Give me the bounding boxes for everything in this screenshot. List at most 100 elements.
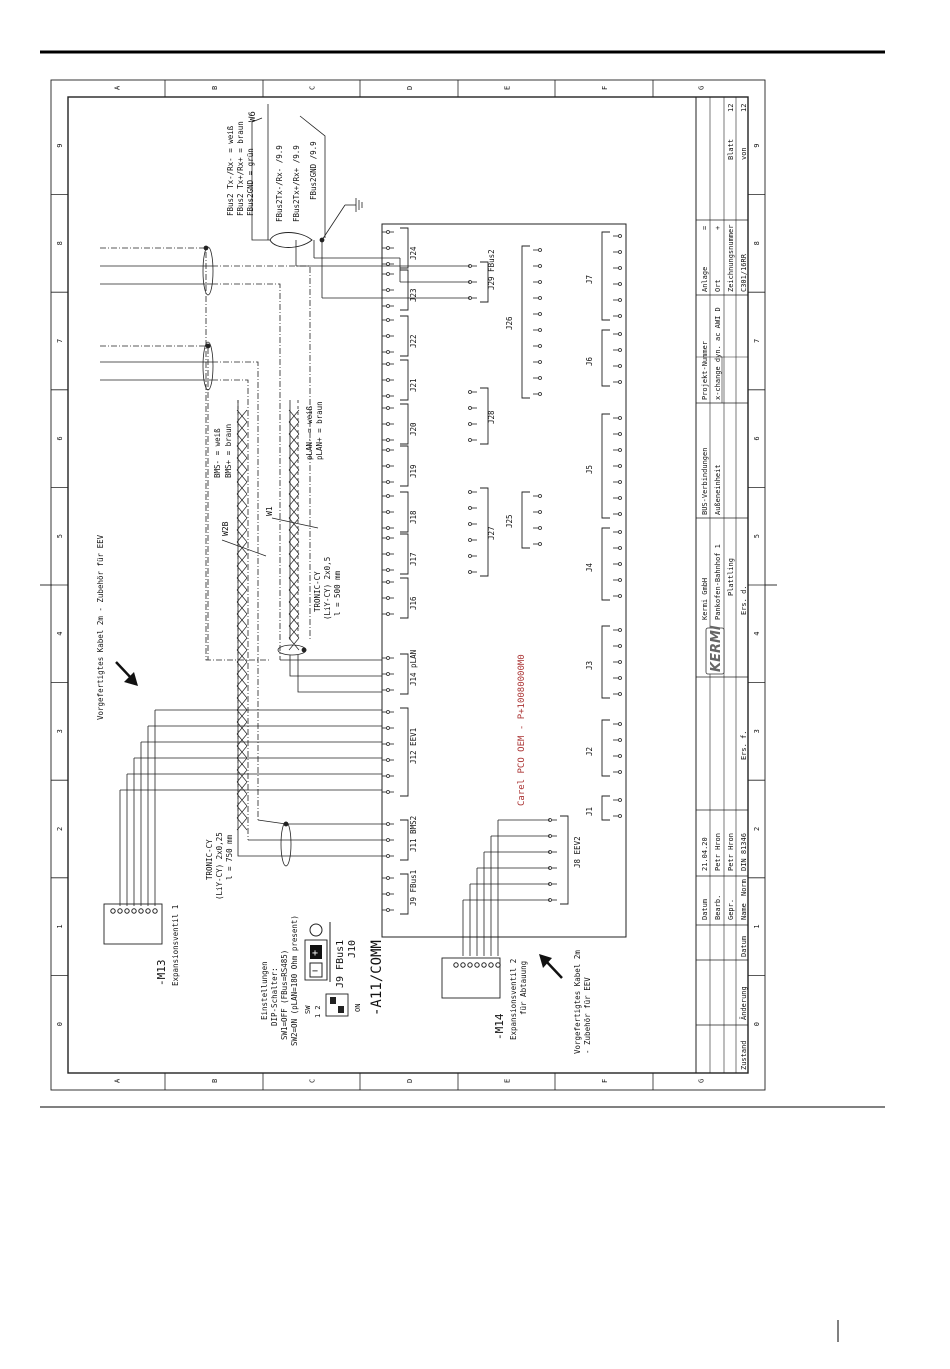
dip-sw: SW (304, 1005, 312, 1014)
m13-label: -M13 (155, 960, 168, 987)
tb-doc-title-1: BUS-Verbindungen (701, 448, 709, 515)
zone-number-left: 2 (56, 827, 64, 831)
tb-street: Pankofen-Bahnhof 1 (714, 544, 722, 620)
connector-label-j23: J23 (409, 288, 418, 302)
tb-anlage-value: = (701, 226, 709, 230)
connector-j8: J8 EEV2 (548, 815, 582, 905)
tb-anlage-label: Anlage (701, 267, 709, 292)
fbus2-line2: FBus2 Tx+/Rx+ = braun (236, 121, 245, 216)
connector-j20: J20 (382, 403, 418, 445)
connector-j11: J11 BMS2 (382, 816, 418, 861)
plan-line2: pLAN+ = braun (315, 401, 324, 460)
m13-desc: Expansionsventil 1 (171, 905, 180, 986)
zone-number-left: 0 (56, 1022, 64, 1026)
zone-letter-top: C (309, 86, 317, 90)
connector-j28: J28 (468, 387, 496, 445)
zone-letter-bottom: C (309, 1079, 317, 1083)
m14-desc2: für Abtauung (519, 961, 528, 1015)
connector-j14: J14 pLAN (382, 650, 418, 695)
zone-number-left: 6 (56, 436, 64, 440)
connector-j23: J23 (382, 269, 418, 311)
zone-grid (51, 80, 765, 1090)
tb-von-value: 12 (740, 104, 748, 112)
connector-label-j2: J2 (585, 747, 594, 756)
controller-label: -A11/COMM (369, 940, 385, 1016)
connector-j17: J17 (382, 533, 418, 575)
connector-j9: J9 FBus1 (382, 870, 418, 915)
zone-number-right: 2 (753, 827, 761, 831)
connector-j21: J21 (382, 359, 418, 401)
zone-letter-top: D (406, 86, 414, 90)
connector-j16: J16 (382, 577, 418, 619)
zone-number-left: 4 (56, 632, 64, 636)
connector-j29: J29 FBus2 (468, 249, 496, 303)
connector-label-j1: J1 (585, 807, 594, 816)
connector-label-j16: J16 (409, 596, 418, 610)
plan-spec2: (LiY-CY) 2x0,5 (323, 557, 332, 620)
connector-label-j11: J11 BMS2 (409, 816, 418, 852)
m13-note: Vorgefertigtes Kabel 2m - Zubehör für EE… (96, 534, 105, 720)
zone-number-right: 1 (753, 924, 761, 928)
connector-j2: J2 (585, 719, 622, 777)
connector-label-j27: J27 (487, 526, 496, 540)
tb-company: Kermi GmbH (701, 578, 709, 620)
eev1-spec3: l = 750 mm (225, 834, 234, 880)
zone-letter-bottom: A (114, 1078, 122, 1083)
connector-label-j9: J9 FBus1 (409, 870, 418, 906)
tb-datum-value: 21.04.20 (701, 837, 709, 871)
zone-number-left: 9 (56, 144, 64, 148)
dip-switch (325, 993, 349, 1017)
connector-label-j20: J20 (409, 422, 418, 436)
connector-label-j26: J26 (505, 316, 514, 330)
kermi-logo: KERMI (705, 625, 725, 675)
wiring (100, 104, 550, 956)
zone-letter-top: G (698, 86, 706, 90)
connector-label-j25: J25 (505, 514, 514, 528)
tb-zustand: Zustand (740, 1040, 748, 1070)
connector-j25: J25 (505, 491, 542, 549)
connector-j18: J18 (382, 491, 418, 533)
zone-number-right: 4 (753, 632, 761, 636)
w1-label: W1 (265, 506, 274, 516)
tb-ers-d: Ers. d. (740, 585, 748, 615)
connector-label-j12: J12 EEV1 (409, 728, 418, 764)
zone-number-right: 3 (753, 729, 761, 733)
tb-blatt-value: 12 (727, 104, 735, 112)
zone-number-left: 5 (56, 534, 64, 538)
tb-blatt-label: Blatt (727, 139, 735, 160)
connector-label-j29: J29 FBus2 (487, 249, 496, 290)
svg-text:−: − (312, 966, 318, 977)
connector-label-j14: J14 pLAN (409, 650, 418, 686)
tb-datum-label: Datum (701, 899, 709, 920)
connector-label-j8: J8 EEV2 (573, 836, 582, 868)
connector-label-j22: J22 (409, 334, 418, 348)
svg-text:KERMI: KERMI (709, 625, 724, 672)
tb-projekt-label: Projekt-Nummer (701, 341, 709, 400)
arrow-m14 (539, 954, 563, 979)
connector-j5: J5 (585, 413, 622, 519)
eev1-spec1: TRONIC-CY (205, 839, 214, 880)
m14-desc1: Expansionsventil 2 (509, 959, 518, 1040)
connector-j6: J6 (585, 329, 622, 387)
m14-label: -M14 (493, 1013, 506, 1040)
zone-number-right: 5 (753, 534, 761, 538)
fbus2-line1: FBus2 Tx-/Rx- = weiß (226, 125, 235, 216)
fbus2-pin3: FBus2GND /9.9 (309, 141, 318, 200)
zone-letter-bottom: F (601, 1079, 609, 1083)
settings-line1: Einstellungen (260, 961, 269, 1020)
zone-number-left: 7 (56, 339, 64, 343)
connector-j1: J1 (585, 795, 622, 821)
tb-aenderung: Änderung (739, 986, 748, 1020)
zone-number-right: 0 (753, 1022, 761, 1026)
fbus2-pin1: FBus2Tx-/Rx- /9.9 (275, 145, 284, 222)
connector-j7: J7 (585, 231, 622, 321)
valve-m13 (103, 903, 163, 945)
zone-number-left: 8 (56, 241, 64, 245)
zone-letter-bottom: E (504, 1079, 512, 1083)
connector-j12: J12 EEV1 (382, 707, 418, 797)
tb-projekt-value: x-change dyn. ac AWI D (714, 307, 722, 400)
connector-j27: J27 (468, 487, 496, 577)
fbus2-line3: FBus2GND = grün (246, 148, 255, 216)
tb-norm-value: DIN 81346 (740, 833, 748, 871)
